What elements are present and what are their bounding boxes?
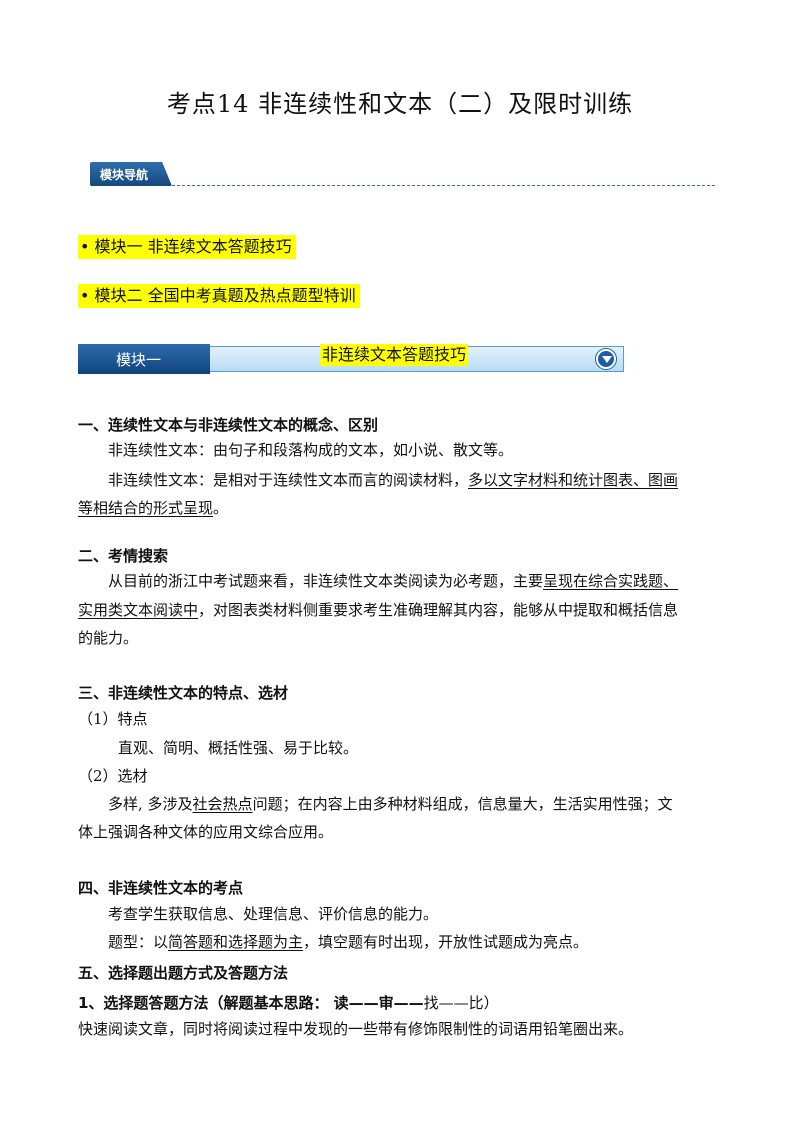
section-1-para-2: 非连续性文本：是相对于连续性文本而言的阅读材料，多以文字材料和统计图表、图画 bbox=[108, 466, 728, 494]
underlined-text: 等相结合的形式呈现 bbox=[78, 499, 214, 517]
chevron-down-icon bbox=[596, 349, 616, 369]
section-5-para-1: 快速阅读文章，同时将阅读过程中发现的一些带有修饰限制性的词语用铅笔圈出来。 bbox=[78, 1020, 634, 1038]
section-4-heading: 四、非连续性文本的考点 bbox=[78, 879, 244, 897]
underlined-text: 多以文字材料和统计图表、图画 bbox=[468, 471, 679, 489]
section-2-para-1: 从目前的浙江中考试题来看，非连续性文本类阅读为必考题，主要呈现在综合实践题、 bbox=[108, 567, 728, 595]
nav-item-module-1: • 模块一 非连续文本答题技巧 bbox=[78, 235, 296, 259]
nav-divider bbox=[172, 185, 715, 186]
underlined-text: 实用类文本阅读中 bbox=[78, 601, 199, 619]
text-run: 多样, 多涉及 bbox=[108, 795, 193, 813]
text-run: 从目前的浙江中考试题来看，非连续性文本类阅读为必考题，主要 bbox=[108, 572, 544, 590]
section-2-heading: 二、考情搜索 bbox=[78, 547, 169, 565]
module-header-bar: 模块一 非连续文本答题技巧 bbox=[78, 344, 624, 374]
text-run: 。 bbox=[213, 499, 229, 517]
underlined-text: 呈现在综合实践题、 bbox=[543, 572, 679, 590]
section-1-para-2-cont: 等相结合的形式呈现。 bbox=[78, 494, 228, 522]
nav-item-module-2: • 模块二 全国中考真题及热点题型特训 bbox=[78, 284, 360, 308]
module-title: 非连续文本答题技巧 bbox=[320, 344, 469, 366]
module-label: 模块一 bbox=[78, 344, 210, 374]
section-3-sub-2-text: 多样, 多涉及社会热点问题；在内容上由多种材料组成，信息量大，生活实用性强；文 bbox=[108, 790, 728, 818]
section-1-heading: 一、连续性文本与非连续性文本的概念、区别 bbox=[78, 416, 379, 434]
section-4-para-1: 考查学生获取信息、处理信息、评价信息的能力。 bbox=[108, 905, 439, 923]
section-3-sub-2: （2）选材 bbox=[78, 767, 148, 785]
text-run: 问题；在内容上由多种材料组成，信息量大，生活实用性强；文 bbox=[252, 795, 673, 813]
text-run: ，填空题有时出现，开放性试题成为亮点。 bbox=[303, 933, 589, 951]
section-2-para-1-cont: 实用类文本阅读中，对图表类材料侧重要求考生准确理解其内容，能够从中提取和概括信息 bbox=[78, 596, 728, 624]
section-4-para-2: 题型：以简答题和选择题为主，填空题有时出现，开放性试题成为亮点。 bbox=[108, 928, 588, 956]
section-5-sub-heading: 1、选择题答题方法（解题基本思路： 读——审——找——比） bbox=[78, 992, 499, 1013]
underlined-text: 简答题和选择题为主 bbox=[168, 933, 304, 951]
text-run: 题型：以 bbox=[108, 933, 169, 951]
underlined-text: 社会热点 bbox=[192, 795, 253, 813]
text-run: ，对图表类材料侧重要求考生准确理解其内容，能够从中提取和概括信息 bbox=[198, 601, 679, 619]
section-3-sub-1: （1）特点 bbox=[78, 710, 148, 728]
section-3-heading: 三、非连续性文本的特点、选材 bbox=[78, 684, 289, 702]
text-run: 找——比） bbox=[423, 994, 499, 1012]
text-run: 1、选择题答题方法（解题基本思路： 读——审—— bbox=[78, 994, 424, 1012]
section-1-para-1: 非连续性文本：由句子和段落构成的文本，如小说、散文等。 bbox=[108, 441, 514, 459]
section-3-sub-2-end: 体上强调各种文体的应用文综合应用。 bbox=[78, 823, 334, 841]
text-run: 非连续性文本：是相对于连续性文本而言的阅读材料， bbox=[108, 471, 469, 489]
section-5-heading: 五、选择题出题方式及答题方法 bbox=[78, 964, 289, 982]
section-2-para-1-end: 的能力。 bbox=[78, 629, 139, 647]
section-3-sub-1-text: 直观、简明、概括性强、易于比较。 bbox=[118, 739, 359, 757]
page-title: 考点14 非连续性和文本（二）及限时训练 bbox=[166, 90, 634, 118]
module-nav-tab: 模块导航 bbox=[90, 162, 172, 186]
